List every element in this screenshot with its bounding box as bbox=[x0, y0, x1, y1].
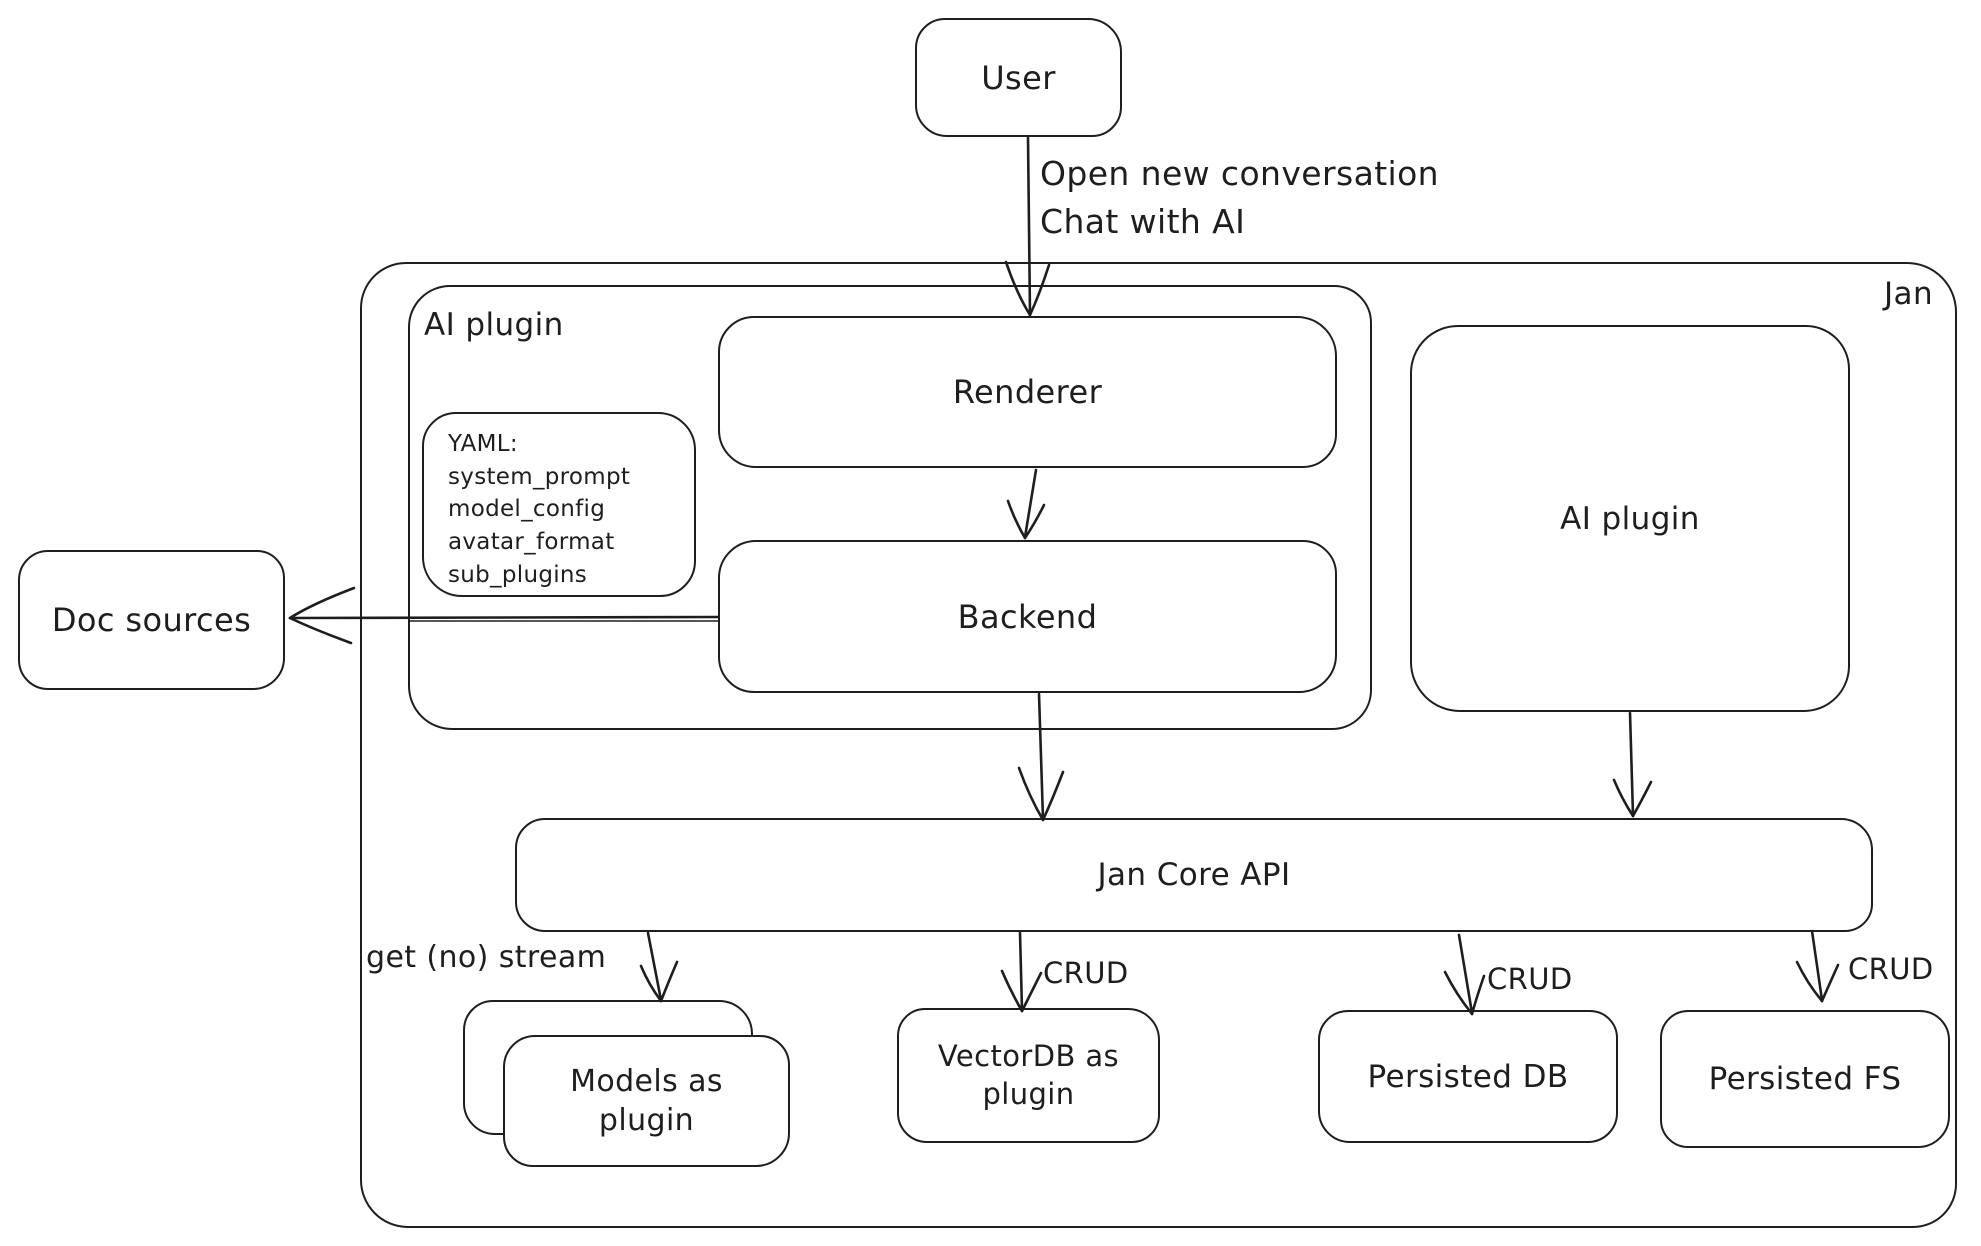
vectordb-plugin-node-label: VectorDB as plugin bbox=[937, 1038, 1120, 1111]
ai-plugin-right-node-label: AI plugin bbox=[1560, 500, 1700, 537]
user-node: User bbox=[915, 18, 1122, 137]
edge-label-line2: Chat with AI bbox=[1040, 201, 1246, 241]
edge-label-crud-fs: CRUD bbox=[1848, 952, 1934, 986]
backend-node-label: Backend bbox=[957, 597, 1098, 636]
persisted-db-node: Persisted DB bbox=[1318, 1010, 1618, 1143]
yaml-note-line: YAML: bbox=[448, 431, 518, 457]
jan-core-api-node: Jan Core API bbox=[515, 818, 1873, 932]
ai-plugin-left-label: AI plugin bbox=[424, 307, 564, 343]
backend-node: Backend bbox=[718, 540, 1337, 693]
renderer-node-label: Renderer bbox=[952, 373, 1103, 411]
doc-sources-node: Doc sources bbox=[18, 550, 285, 690]
edge-label-get-no-stream: get (no) stream bbox=[366, 940, 607, 975]
jan-label: Jan bbox=[1884, 276, 1933, 312]
ai-plugin-left-container: AI plugin bbox=[408, 285, 1372, 730]
doc-sources-node-label: Doc sources bbox=[51, 601, 252, 639]
ai-plugin-right-node: AI plugin bbox=[1410, 325, 1850, 712]
yaml-note-line: model_config bbox=[448, 496, 606, 523]
yaml-note: YAML: system_prompt model_config avatar_… bbox=[422, 412, 696, 597]
jan-core-api-node-label: Jan Core API bbox=[1097, 857, 1291, 893]
yaml-note-line: system_prompt bbox=[448, 463, 631, 490]
yaml-note-line: sub_plugins bbox=[448, 561, 588, 588]
vectordb-plugin-node: VectorDB as plugin bbox=[897, 1008, 1160, 1143]
jan-container: Jan bbox=[360, 262, 1957, 1228]
renderer-node: Renderer bbox=[718, 316, 1337, 468]
edge-label-crud-db: CRUD bbox=[1487, 962, 1573, 996]
edge-label-user-to-renderer: Open new conversation Chat with AI bbox=[1040, 150, 1439, 246]
persisted-fs-node: Persisted FS bbox=[1660, 1010, 1950, 1148]
persisted-db-node-label: Persisted DB bbox=[1367, 1058, 1569, 1095]
yaml-note-line: avatar_format bbox=[448, 528, 615, 555]
user-node-label: User bbox=[981, 58, 1056, 97]
edge-label-crud-vectordb: CRUD bbox=[1043, 956, 1129, 990]
models-plugin-node: Models as plugin bbox=[503, 1035, 790, 1167]
models-plugin-node-label: Models as plugin bbox=[570, 1064, 723, 1138]
persisted-fs-node-label: Persisted FS bbox=[1708, 1061, 1902, 1097]
edge-label-line1: Open new conversation bbox=[1040, 154, 1440, 193]
